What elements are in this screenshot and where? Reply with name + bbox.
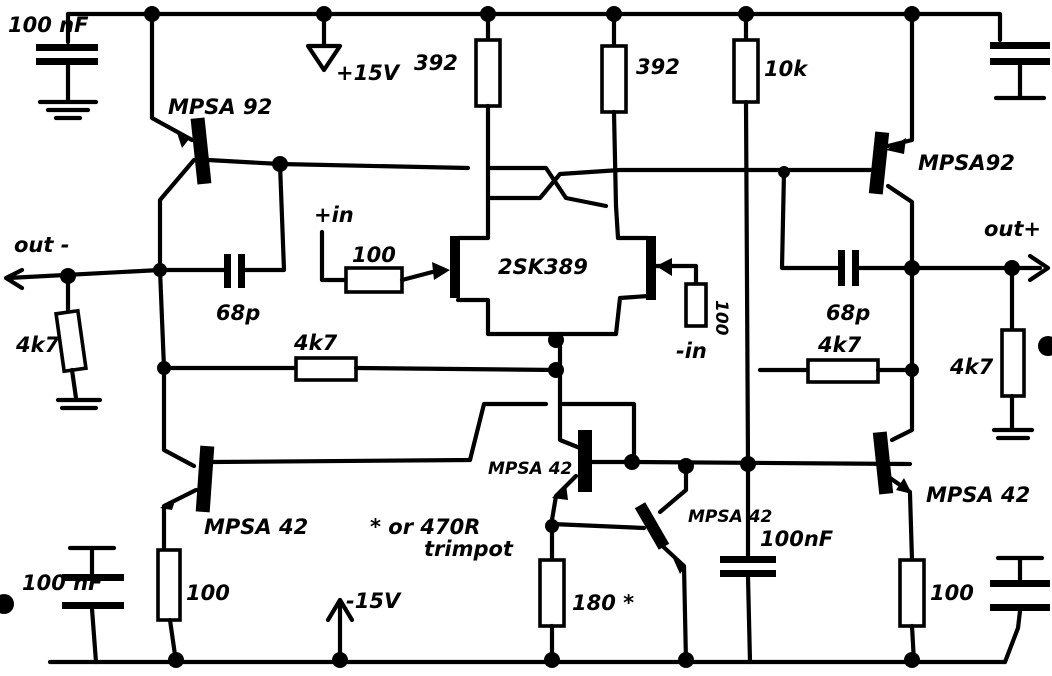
out-right-resistor-label: 4k7 bbox=[949, 355, 994, 379]
emitter-right-label: 100 bbox=[930, 581, 974, 605]
supply-rails bbox=[47, 11, 1008, 665]
right-output-stage bbox=[741, 11, 1051, 665]
positive-supply-label: +15V bbox=[336, 61, 401, 85]
current-source bbox=[538, 401, 913, 665]
q-top-right-label: MPSA92 bbox=[918, 151, 1015, 175]
cap-bottom-left-label: 100 nF bbox=[22, 571, 103, 595]
note-line2: trimpot bbox=[424, 537, 514, 561]
labels: 100 nF +15V 392 392 10k MPSA 92 MPSA92 +… bbox=[8, 13, 1041, 615]
left-output-stage bbox=[3, 11, 559, 665]
output-minus-label: out - bbox=[14, 233, 69, 257]
comp-left-label: 68p bbox=[216, 301, 260, 325]
emitter-left-label: 100 bbox=[186, 581, 230, 605]
bias-top-label: 10k bbox=[764, 57, 809, 81]
drain-right-label: 392 bbox=[636, 55, 680, 79]
out-left-resistor-label: 4k7 bbox=[15, 333, 60, 357]
negative-supply bbox=[325, 597, 355, 665]
note-line1: * or 470R bbox=[370, 515, 480, 539]
cap-plate bbox=[36, 58, 98, 65]
q-top-left-label: MPSA 92 bbox=[168, 95, 272, 119]
input-minus-label: -in bbox=[676, 339, 707, 363]
cap-top-left-label: 100 nF bbox=[8, 13, 89, 37]
cap-plate bbox=[36, 44, 98, 51]
input-plus-resistor-label: 100 bbox=[352, 243, 396, 267]
junction-dots bbox=[0, 6, 1052, 668]
input-minus-resistor-label: 100 bbox=[711, 300, 731, 336]
fb-left-label: 4k7 bbox=[293, 331, 338, 355]
negative-supply-label: -15V bbox=[346, 589, 402, 613]
jfet-label: 2SK389 bbox=[498, 255, 588, 279]
cap-mid-label: 100nF bbox=[760, 527, 834, 551]
comp-right-label: 68p bbox=[826, 301, 870, 325]
output-plus-label: out+ bbox=[984, 217, 1041, 241]
drain-left-label: 392 bbox=[414, 51, 458, 75]
q-mirror-right-label: MPSA 42 bbox=[688, 507, 772, 527]
bias-network bbox=[720, 11, 776, 665]
tail-resistor-label: 180 * bbox=[572, 591, 634, 615]
q-mirror-left-label: MPSA 42 bbox=[488, 459, 572, 479]
fb-right-label: 4k7 bbox=[817, 333, 862, 357]
q-bottom-left-label: MPSA 42 bbox=[204, 515, 308, 539]
q-bottom-right-label: MPSA 42 bbox=[926, 483, 1030, 507]
input-plus-label: +in bbox=[314, 203, 354, 227]
